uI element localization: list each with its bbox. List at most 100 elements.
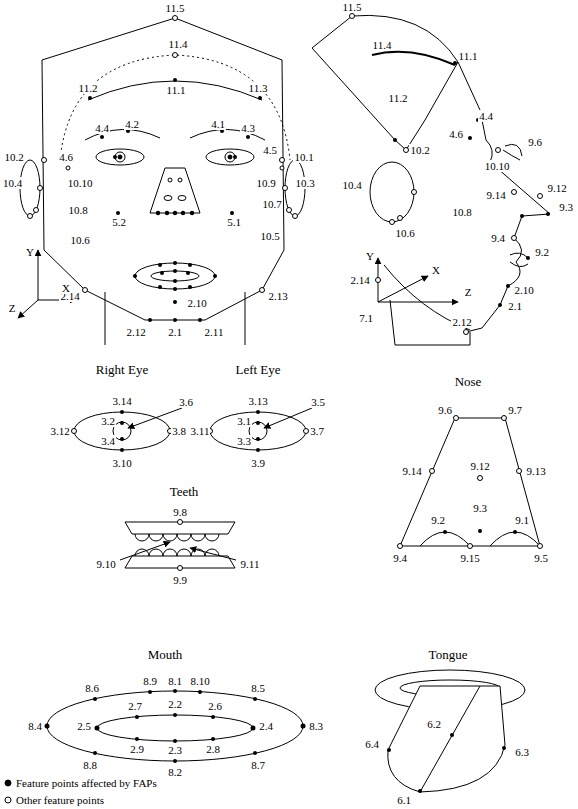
callout-number: 11.1 [458, 50, 479, 62]
callout-number: 3.1 [236, 415, 252, 427]
callout-number: 10.1 [293, 151, 314, 163]
legend-text: Feature points affected by FAPs [16, 777, 157, 789]
callout-number: 6.3 [514, 746, 530, 758]
callout-number: 5.2 [111, 216, 127, 228]
callout-number: 3.11 [190, 425, 211, 437]
callout-number: 11.2 [388, 92, 409, 104]
callout-number: 8.5 [250, 682, 266, 694]
callout-number: 6.2 [426, 718, 442, 730]
callout-number: 2.14 [349, 274, 370, 286]
callout-number: 11.5 [342, 1, 363, 13]
callout-number: 10.3 [294, 177, 315, 189]
section-title: Right Eye [95, 363, 149, 377]
callout-number: 8.9 [142, 675, 158, 687]
callout-number: 9.13 [525, 465, 546, 477]
axis-label: Y [365, 250, 375, 262]
callout-number: 2.11 [204, 326, 225, 338]
callout-number: 3.4 [100, 435, 116, 447]
axis-label: Z [464, 286, 473, 298]
callout-number: 10.10 [67, 177, 94, 189]
callout-number: 9.1 [514, 514, 530, 526]
callout-number: 11.4 [372, 39, 393, 51]
callout-number: 5.1 [226, 216, 242, 228]
callout-number: 3.14 [111, 395, 132, 407]
callout-number: 9.10 [95, 558, 116, 570]
callout-number: 9.2 [430, 514, 446, 526]
callout-number: 2.8 [205, 743, 221, 755]
callout-number: 9.14 [401, 465, 422, 477]
callout-number: 3.12 [49, 425, 70, 437]
callout-number: 9.4 [490, 232, 506, 244]
callout-number: 8.2 [167, 766, 183, 778]
callout-number: 10.2 [3, 151, 24, 163]
callout-number: 10.10 [484, 160, 511, 172]
callout-number: 2.1 [507, 300, 523, 312]
callout-number: 2.3 [167, 744, 183, 756]
callout-number: 10.5 [259, 230, 280, 242]
callout-number: 9.15 [459, 552, 480, 564]
callout-number: 11.4 [168, 38, 189, 50]
callout-number: 2.4 [258, 720, 274, 732]
callout-number: 8.1 [167, 675, 183, 687]
callout-number: 2.5 [76, 720, 92, 732]
callout-number: 11.3 [248, 82, 269, 94]
callout-number: 6.4 [364, 738, 380, 750]
callout-number: 4.6 [58, 151, 74, 163]
callout-number: 10.8 [67, 204, 88, 216]
callout-number: 3.6 [178, 396, 194, 408]
callout-number: 2.13 [267, 290, 288, 302]
callout-number: 11.5 [165, 2, 186, 14]
callout-number: 4.4 [478, 110, 494, 122]
legend-text: Other feature points [16, 794, 104, 806]
callout-number: 3.13 [247, 395, 268, 407]
callout-number: 9.8 [172, 506, 188, 518]
callout-number: 10.2 [409, 144, 430, 156]
callout-number: 8.7 [250, 759, 266, 771]
callout-number: 3.9 [250, 457, 266, 469]
callout-number: 3.8 [171, 425, 187, 437]
callout-number: 2.10 [513, 284, 534, 296]
callout-number: 8.6 [84, 682, 100, 694]
callout-number: 9.12 [469, 460, 490, 472]
callout-number: 11.2 [78, 82, 99, 94]
callout-number: 7.1 [358, 312, 374, 324]
callout-number: 2.7 [127, 700, 143, 712]
callout-number: 2.12 [125, 326, 146, 338]
callout-number: 9.5 [533, 552, 549, 564]
callout-number: 2.2 [167, 698, 183, 710]
section-title: Left Eye [234, 363, 281, 377]
axis-label: Y [25, 246, 35, 258]
callout-number: 4.3 [240, 122, 256, 134]
callout-number: 9.14 [485, 189, 506, 201]
callout-number: 4.6 [448, 128, 464, 140]
callout-number: 3.7 [309, 425, 325, 437]
axis-label: X [431, 264, 441, 276]
callout-number: 9.4 [392, 552, 408, 564]
callout-number: 2.12 [451, 316, 472, 328]
callout-number: 10.6 [394, 227, 415, 239]
callout-number: 10.4 [2, 177, 23, 189]
section-title: Nose [454, 375, 483, 389]
axis-label: X [61, 282, 71, 294]
callout-number: 3.10 [111, 457, 132, 469]
callout-number: 10.8 [451, 206, 472, 218]
callout-number: 10.9 [255, 177, 276, 189]
callout-number: 8.3 [308, 720, 324, 732]
callout-number: 2.6 [207, 700, 223, 712]
callout-number: 10.7 [261, 198, 282, 210]
callout-number: 4.4 [94, 122, 110, 134]
callout-number: 9.3 [472, 502, 488, 514]
callout-number: 9.2 [534, 246, 550, 258]
callout-number: 2.9 [129, 743, 145, 755]
section-title: Mouth [147, 648, 184, 662]
section-title: Teeth [169, 485, 200, 499]
callout-number: 4.5 [262, 144, 278, 156]
callout-number: 9.11 [240, 558, 261, 570]
callout-number: 2.1 [167, 326, 183, 338]
callout-number: 10.4 [341, 179, 362, 191]
callout-number: 6.1 [396, 794, 412, 806]
callout-number: 9.7 [507, 404, 523, 416]
callout-number: 3.5 [310, 396, 326, 408]
callout-number: 8.10 [189, 675, 210, 687]
